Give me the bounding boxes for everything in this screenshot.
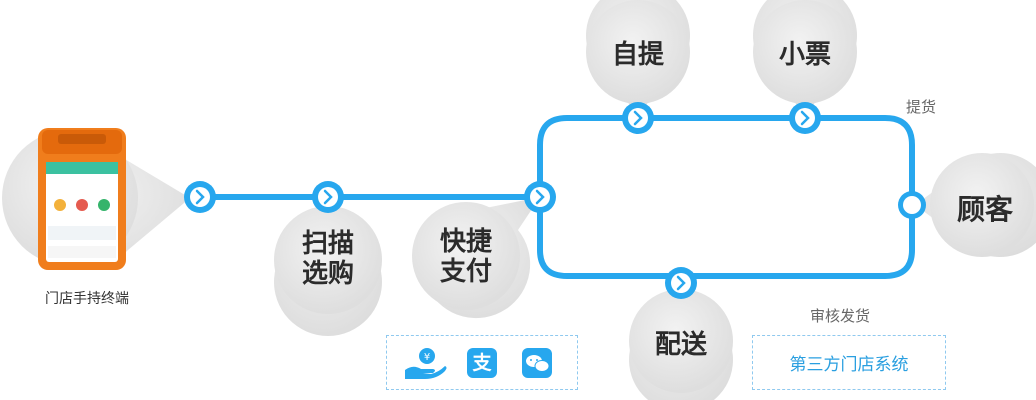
payment-icons: ¥ 支 (405, 348, 552, 379)
flow-lines (197, 115, 915, 279)
node-delivery (665, 267, 697, 299)
delivery-bubble (629, 283, 733, 400)
pay-label-line1: 快捷 (439, 226, 492, 256)
receipt-label: 小票 (778, 39, 831, 69)
node-receipt (789, 102, 821, 134)
node-pickup (622, 102, 654, 134)
receipt-bubble (753, 0, 857, 115)
customer-bubble (915, 153, 1036, 257)
pay-label: 快捷 支付 (426, 226, 506, 286)
node-pay (524, 181, 556, 213)
alipay-icon: 支 (467, 348, 497, 378)
wechat-pay-icon (522, 348, 552, 378)
third-party-system-label: 第三方门店系统 (789, 355, 909, 374)
scan-label-line2: 选购 (301, 258, 354, 288)
terminal-caption: 门店手持终端 (45, 290, 129, 306)
node-terminal (184, 181, 216, 213)
node-scan (312, 181, 344, 213)
review-ship-label: 审核发货 (810, 308, 871, 325)
delivery-label: 配送 (654, 329, 707, 359)
pay-label-line2: 支付 (439, 256, 492, 286)
node-customer (898, 191, 926, 219)
pickup-bubble (586, 0, 690, 115)
pickup-goods-label: 提货 (906, 99, 937, 116)
scan-label-line1: 扫描 (301, 228, 354, 258)
scan-bubble (274, 200, 382, 336)
handheld-device-icon (38, 128, 126, 270)
third-party-system-box: 第三方门店系统 (752, 335, 946, 390)
pickup-label: 自提 (611, 39, 664, 69)
svg-text:¥: ¥ (424, 352, 430, 363)
pay-bubble (412, 197, 540, 319)
customer-label: 顾客 (956, 194, 1013, 225)
payment-methods-box: ¥ 支 (386, 335, 578, 390)
scan-label: 扫描 选购 (288, 228, 368, 288)
svg-text:支: 支 (471, 352, 492, 374)
hand-coin-icon: ¥ (405, 348, 447, 379)
